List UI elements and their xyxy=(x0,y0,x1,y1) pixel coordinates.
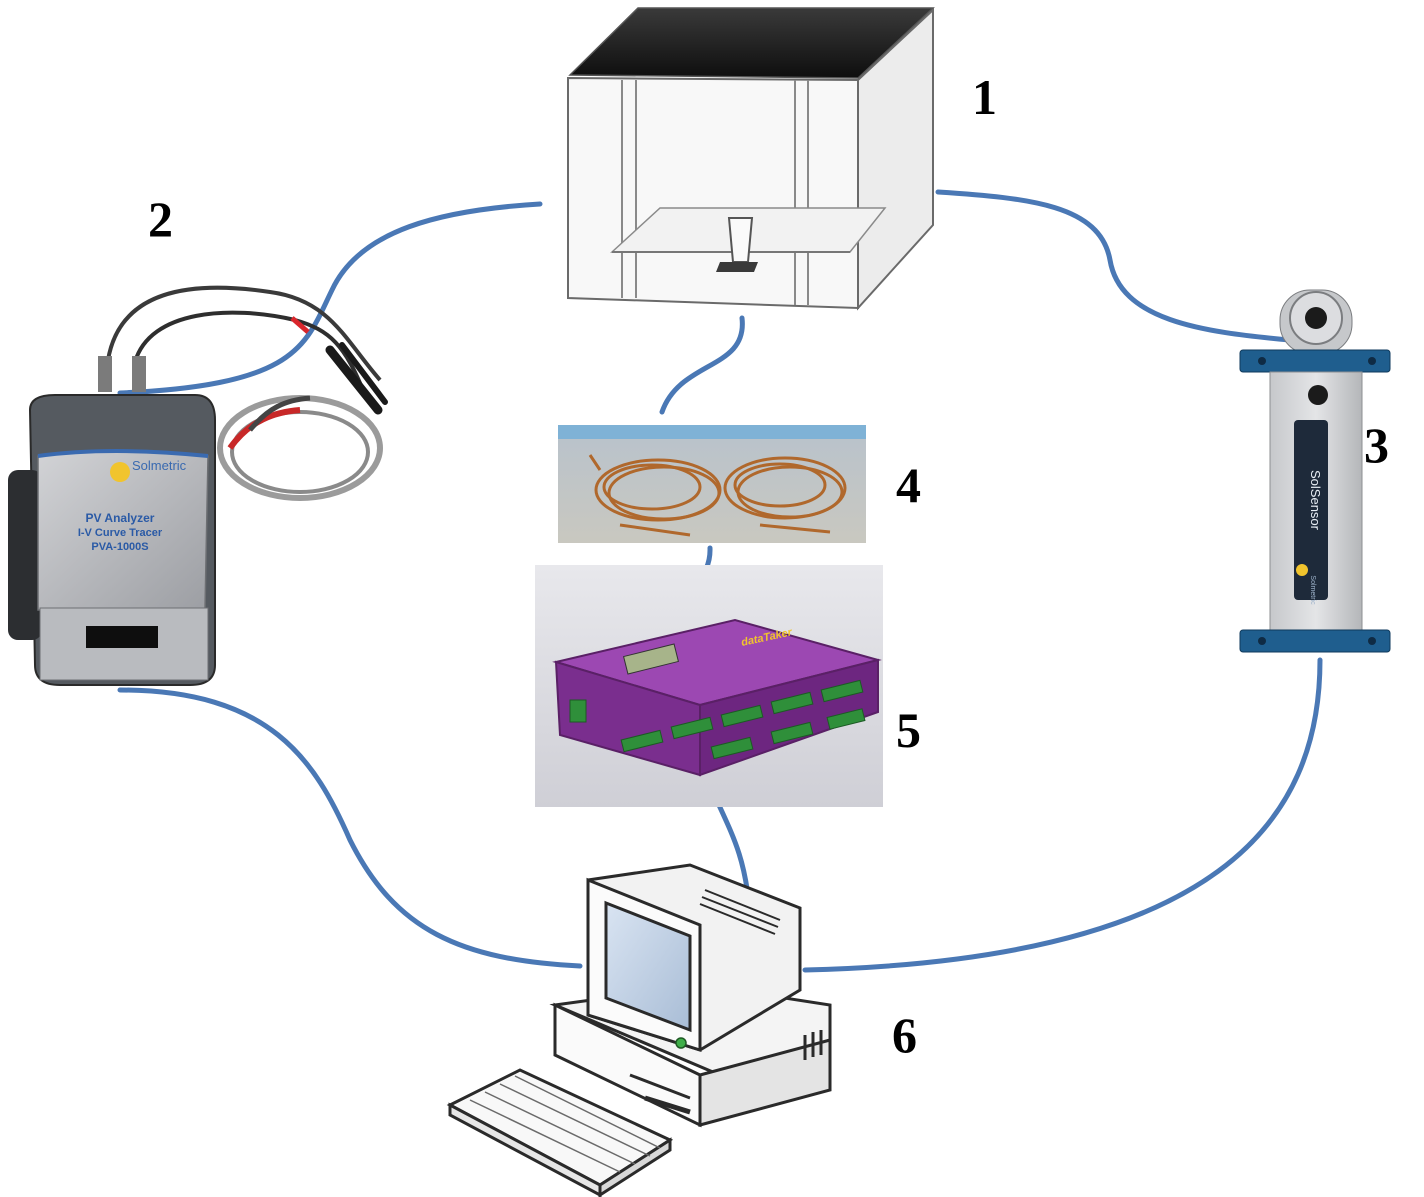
datalogger-photo: dataTaker xyxy=(535,565,883,807)
analyzer-line-3: PVA-1000S xyxy=(91,541,148,553)
label-5: 5 xyxy=(896,702,921,758)
cable-box-to-sensor xyxy=(935,189,1293,343)
label-6: 6 xyxy=(892,1007,917,1063)
computer xyxy=(446,863,832,1197)
analyzer-lead-cables xyxy=(106,285,382,382)
connection-cables xyxy=(117,189,1323,973)
cable-box-to-analyzer xyxy=(117,201,543,396)
sensor-brand: SolSensor xyxy=(1308,470,1323,531)
power-led xyxy=(675,1037,687,1049)
label-4: 4 xyxy=(896,457,921,513)
cable-analyzer-to-computer xyxy=(117,687,583,969)
label-1: 1 xyxy=(972,69,997,125)
cable-sensor-to-computer xyxy=(802,657,1323,973)
analyzer-line-2: I-V Curve Tracer xyxy=(78,527,163,539)
thermocouple-wires-photo xyxy=(558,425,866,543)
datalogger-lcd xyxy=(622,643,680,675)
computer-screen xyxy=(604,900,692,1033)
irradiance-sensor: SolSensor Solmetric xyxy=(1239,289,1391,653)
analyzer-brand: Solmetric xyxy=(132,458,187,473)
label-3: 3 xyxy=(1364,417,1389,473)
cable-box-to-thermocouples xyxy=(659,315,745,415)
label-2: 2 xyxy=(148,191,173,247)
pv-analyzer-bag: Solmetric PV Analyzer I-V Curve Tracer P… xyxy=(8,285,388,686)
sensor-maker: Solmetric xyxy=(1309,575,1316,605)
test-chamber xyxy=(567,7,935,311)
analyzer-line-1: PV Analyzer xyxy=(86,511,155,525)
analyzer-window xyxy=(86,626,158,648)
